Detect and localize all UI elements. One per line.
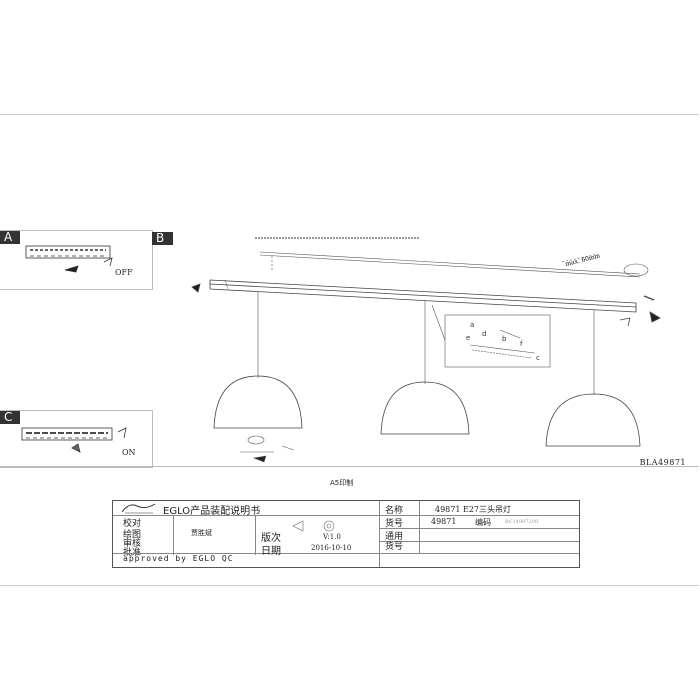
version-label: 版次 <box>261 533 281 544</box>
row-review: 审核 <box>113 536 379 549</box>
canopy-bar <box>191 279 661 327</box>
row-drawing: 绘图 贾胜斌 <box>113 527 379 540</box>
bulb-detail <box>240 435 295 463</box>
switch-off-label: OFF <box>115 268 133 277</box>
date-value: 2016-10-10 <box>311 544 352 552</box>
general-label: 通用 <box>385 532 404 542</box>
callout-b: b <box>502 335 507 343</box>
item-value: 49871 <box>431 517 457 526</box>
panel-c-frame <box>0 410 153 468</box>
document-code: BLA49871 <box>639 458 686 467</box>
eglo-logo-icon <box>121 503 156 514</box>
pendant-cords <box>257 292 595 395</box>
panel-c-tag: C <box>0 411 20 424</box>
panel-b-tag: B <box>152 232 173 245</box>
grid-line <box>173 515 174 555</box>
row-proofread: 校对 <box>113 516 379 529</box>
max-distance-label: max. 60mm <box>565 252 601 267</box>
callout-d: d <box>482 330 486 338</box>
grid-line <box>113 553 579 554</box>
terminal-block-off <box>25 245 113 273</box>
sheet-divider <box>0 466 699 467</box>
callout-f: f <box>520 340 523 348</box>
name-label: 名称 <box>385 506 404 516</box>
row-label: 校对 <box>123 519 142 529</box>
row-value: 贾胜斌 <box>191 529 212 537</box>
grid-line <box>419 501 420 553</box>
title-block-header: EGLO产品装配说明书 <box>113 501 379 517</box>
callout-a: a <box>470 321 474 329</box>
grid-line <box>255 515 256 555</box>
projection-symbol-icon <box>292 520 335 532</box>
panel-a-frame <box>0 230 153 290</box>
item2-label: 货号 <box>385 542 404 552</box>
manual-title: EGLO产品装配说明书 <box>163 506 261 517</box>
row-label: 绘图 <box>123 530 142 540</box>
grid-line <box>379 515 579 516</box>
version-value: V:1.0 <box>323 533 341 541</box>
code-label: 编码 <box>475 518 491 527</box>
callout-c: c <box>536 354 540 362</box>
name-value: 49871 E27三头吊灯 <box>435 505 512 514</box>
ceiling-mount <box>255 237 649 278</box>
grid-line <box>379 501 380 567</box>
callout-e: e <box>466 334 470 342</box>
approved-note: approved by EGLO QC <box>123 554 234 563</box>
code-value: BC14987200 <box>505 519 539 525</box>
date-label: 日期 <box>261 546 281 557</box>
detail-box <box>431 304 551 368</box>
switch-on-label: ON <box>122 448 136 457</box>
panel-a-tag: A <box>0 231 20 244</box>
grid-line <box>379 541 579 542</box>
item-label: 货号 <box>385 519 404 529</box>
row-label: 审核 <box>123 539 142 549</box>
grid-line <box>379 528 579 529</box>
print-size-note: A5印制 <box>330 479 354 487</box>
terminal-block-on <box>21 427 127 453</box>
title-block: EGLO产品装配说明书 校对 绘图 贾胜斌 审核 批准 版次 V:1.0 日期 … <box>112 500 580 568</box>
instruction-sheet <box>0 114 699 586</box>
pendant-shades <box>213 375 641 447</box>
